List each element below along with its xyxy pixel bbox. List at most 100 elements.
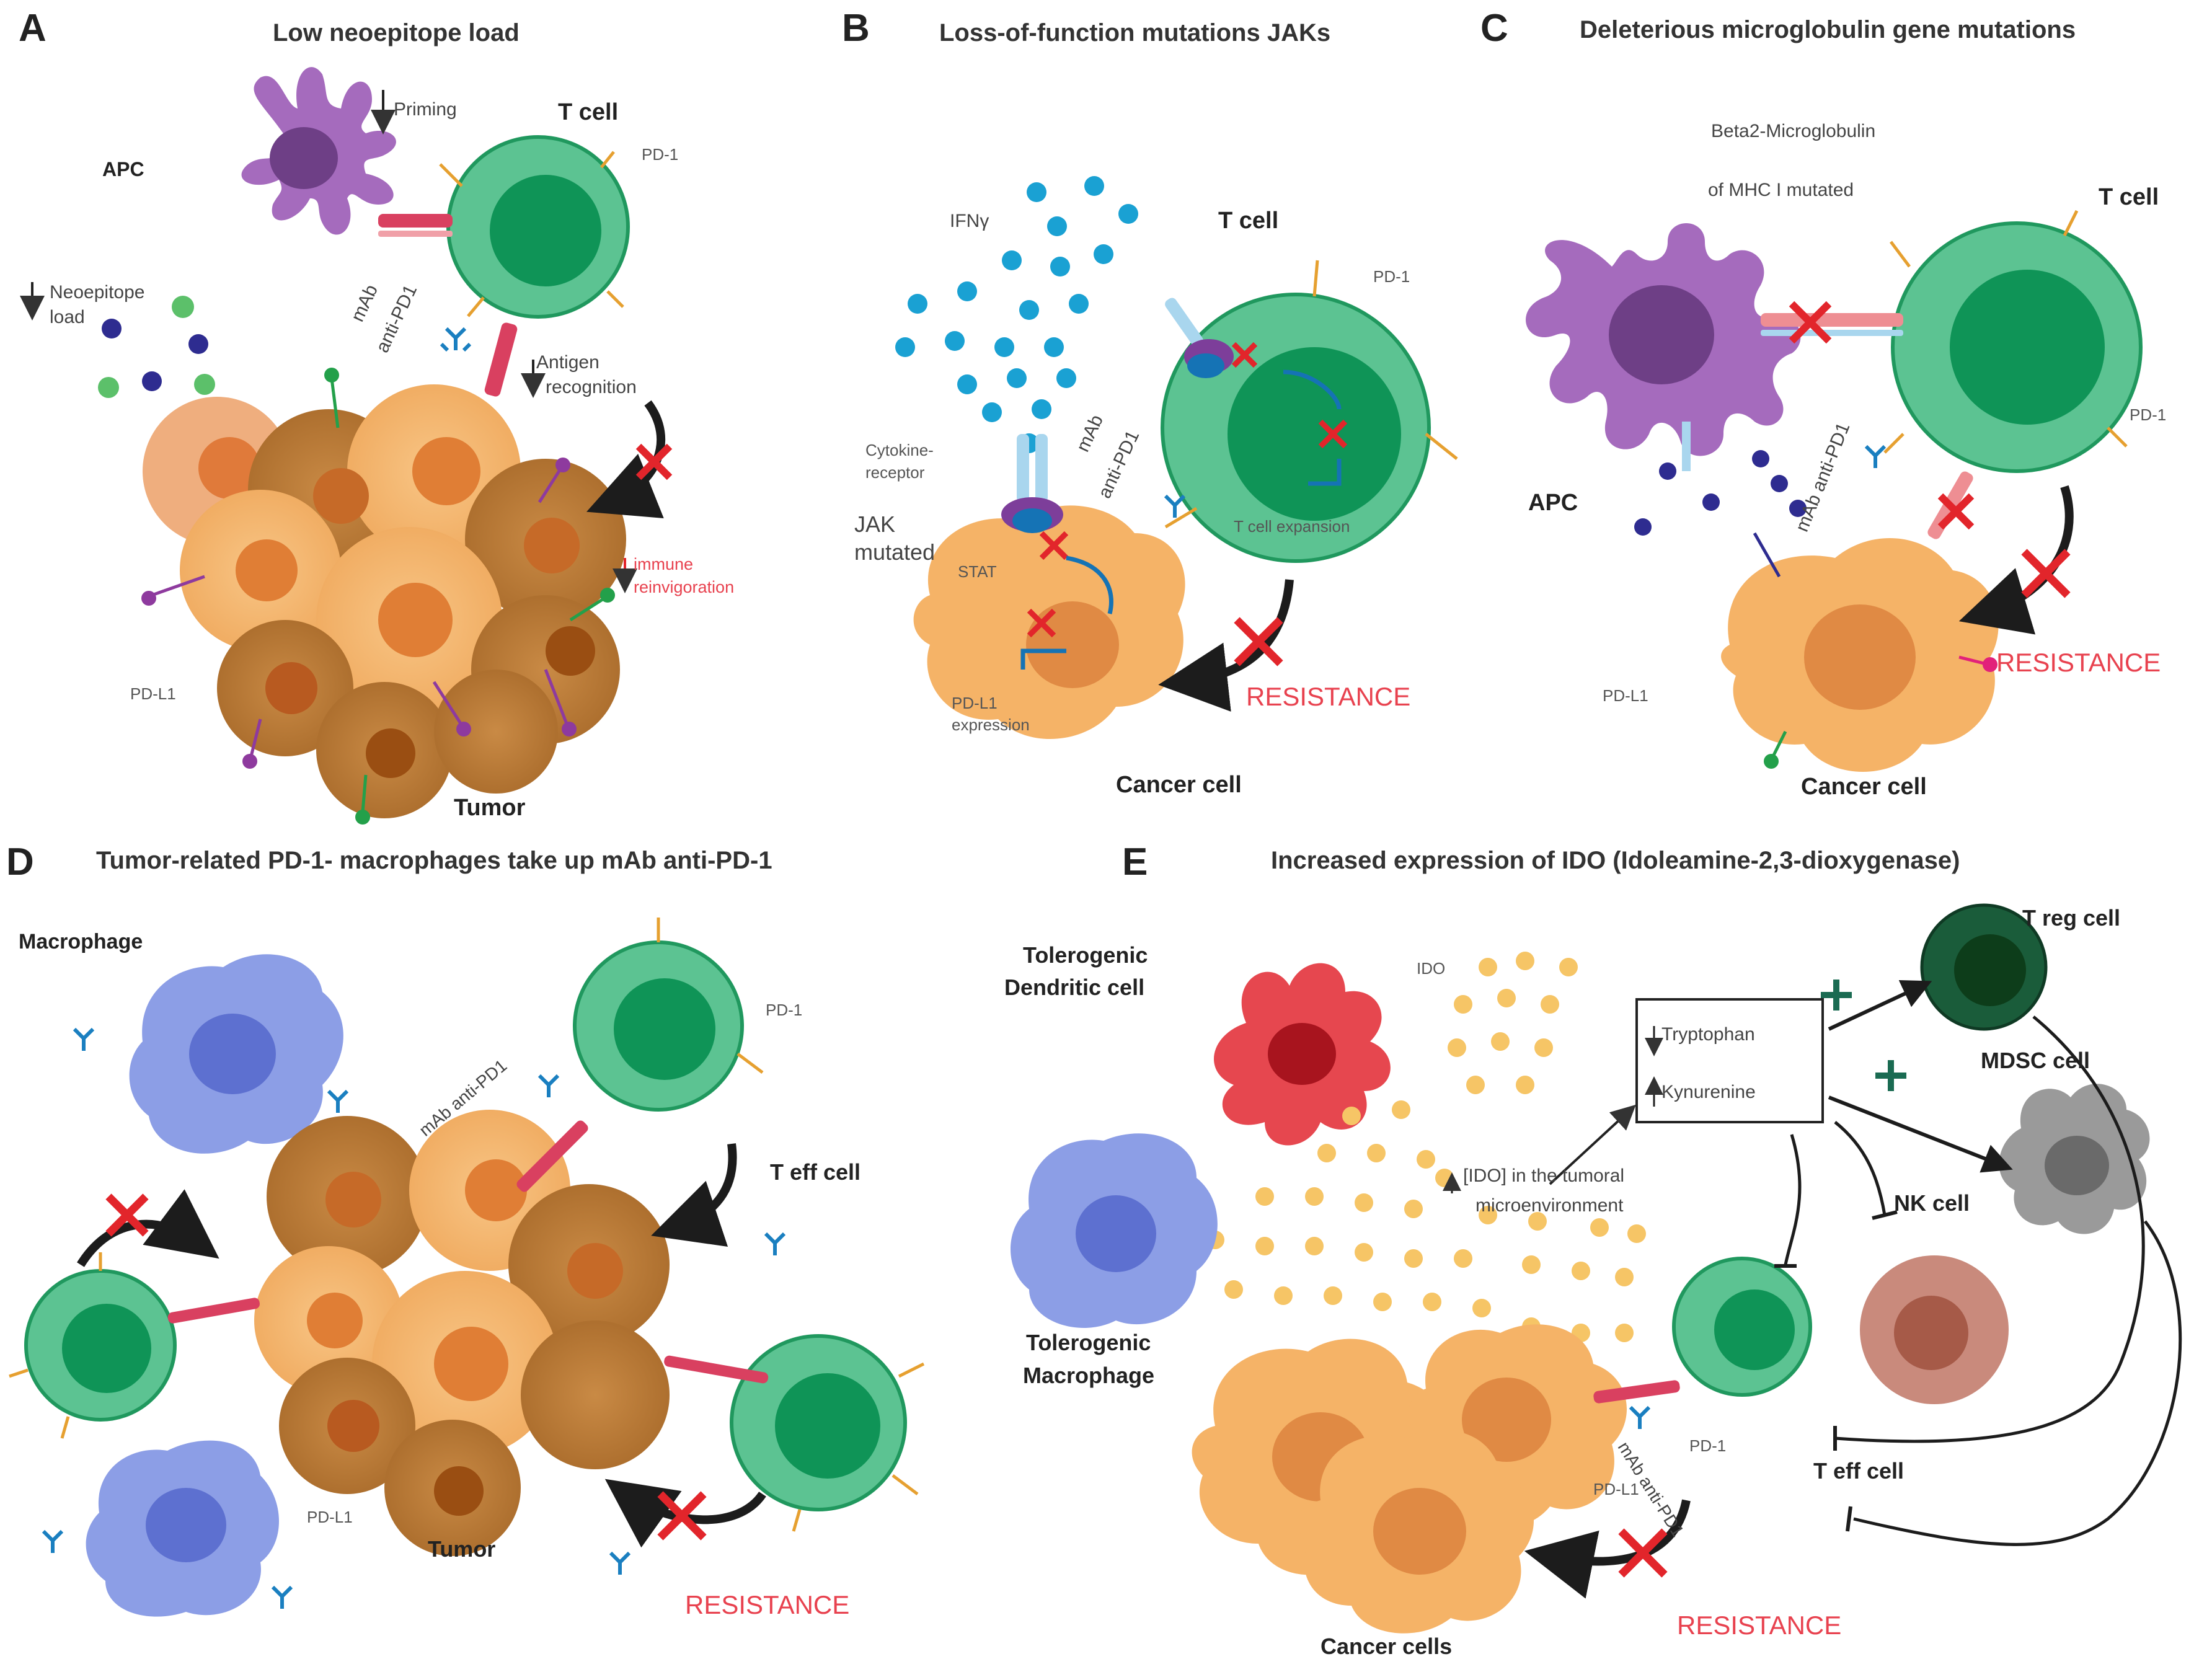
metabolite-box — [1635, 998, 1824, 1123]
mdsc-label: MDSC cell — [1981, 1048, 2090, 1073]
panel-b-letter: B — [842, 7, 870, 50]
panelA-graphics — [20, 67, 673, 825]
pdl1-label: PD-L1 — [1593, 1480, 1639, 1498]
nk-label: NK cell — [1894, 1190, 1970, 1216]
ifn-label: IFNγ — [950, 211, 989, 231]
neoepitope-load-label: load — [50, 307, 85, 327]
tryptophan-label: Tryptophan — [1661, 1024, 1755, 1045]
dendritic-label-2: Dendritic cell — [1004, 975, 1145, 1000]
macrophage-label-2: Macrophage — [1023, 1363, 1155, 1388]
resistance-label: RESISTANCE — [1246, 682, 1411, 711]
receptor-label: receptor — [865, 463, 925, 482]
antigen-label: Antigen — [536, 352, 599, 373]
macrophage-label-1: Tolerogenic — [1026, 1330, 1151, 1355]
recognition-label: recognition — [546, 377, 637, 397]
block-x-icon — [105, 1193, 149, 1237]
pdl1-label: PD-L1 — [130, 684, 176, 703]
cancer-cell-icon — [913, 505, 1185, 740]
antibody-icon — [1164, 494, 1186, 518]
panel-c-letter: C — [1480, 7, 1508, 50]
plus-icon — [1821, 980, 1906, 1091]
tcell-icon — [439, 135, 630, 319]
dendritic-cell-icon — [1213, 963, 1391, 1146]
apc-label: APC — [102, 158, 144, 180]
panel-b-title: Loss-of-function mutations JAKs — [939, 19, 1331, 46]
tcell-icon — [1883, 210, 2143, 473]
ifn-dots-icon — [895, 176, 1138, 453]
macrophage-label: Macrophage — [19, 930, 143, 953]
block-x-icon — [1234, 617, 1283, 666]
block-x-icon — [635, 443, 673, 480]
b2m-label: Beta2-Microglobulin — [1711, 121, 1876, 141]
panelD-graphics — [9, 918, 925, 1617]
block-x-icon — [1027, 531, 1069, 638]
antibody-icon — [42, 1027, 786, 1609]
nk-cell-icon — [1860, 1255, 2009, 1404]
treg-cell-icon — [1920, 903, 2048, 1031]
panel-d-title: Tumor-related PD-1- macrophages take up … — [96, 847, 772, 874]
treg-label: T reg cell — [2022, 905, 2121, 931]
pd1-label: PD-1 — [642, 145, 679, 164]
macrophage-icon — [86, 1440, 280, 1617]
resistance-label: RESISTANCE — [685, 1590, 850, 1619]
stat-label: STAT — [958, 562, 997, 581]
antibody-icon — [440, 327, 472, 352]
panel-e-title: Increased expression of IDO (Idoleamine-… — [1271, 847, 1960, 874]
pdl1-expression-label: PD-L1 — [952, 694, 998, 712]
tcell-label: T cell — [558, 99, 619, 125]
teff-label: T eff cell — [1813, 1458, 1905, 1484]
teff-cell-icon — [1672, 1257, 1812, 1397]
pd1-label: PD-1 — [1373, 267, 1410, 286]
pdl1-label: PD-L1 — [307, 1508, 353, 1526]
cancer-cells-icon — [1192, 1324, 1627, 1634]
tumor-label: Tumor — [454, 795, 526, 821]
ido-env-label-2: microenvironment — [1475, 1195, 1624, 1216]
mutated-label: mutated — [854, 539, 936, 565]
reinvigoration-label: reinvigoration — [634, 578, 735, 596]
panel-a-letter: A — [19, 7, 46, 50]
apc-cell-icon — [1526, 223, 1801, 456]
block-x-icon — [1231, 342, 1348, 449]
priming-label: Priming — [394, 99, 457, 120]
block-x-icon — [1618, 1528, 1668, 1578]
cancer-cell-label: Cancer cell — [1801, 774, 1927, 800]
macrophage-icon — [129, 954, 343, 1154]
pd1-label: PD-1 — [2130, 405, 2167, 424]
jak-label: JAK — [854, 511, 896, 537]
block-x-icon — [657, 1491, 707, 1541]
tcell-icon — [1161, 260, 1458, 563]
neoepitope-dots-icon — [98, 296, 215, 398]
block-x-icon — [1789, 301, 1832, 344]
expression-label: expression — [952, 715, 1030, 734]
tcell-icon — [730, 1334, 925, 1532]
antibody-icon — [1629, 1405, 1651, 1429]
block-x-icon — [2021, 549, 2071, 598]
mhc-label: of MHC I mutated — [1708, 180, 1854, 200]
teff-label: T eff cell — [770, 1159, 861, 1185]
panelE-graphics — [1011, 903, 2182, 1634]
cytokine-label: Cytokine- — [865, 441, 934, 459]
cancer-cell-icon — [1721, 537, 1999, 772]
ido-label: IDO — [1417, 959, 1446, 978]
tumor-mass-icon — [143, 384, 626, 818]
panelC-graphics — [1526, 210, 2143, 772]
tcell-label: T cell — [2099, 184, 2159, 210]
apc-cell-icon — [241, 67, 396, 235]
tumor-label: Tumor — [428, 1536, 496, 1562]
cancer-cells-label: Cancer cells — [1321, 1634, 1453, 1659]
b2m-dots-icon — [1634, 450, 1807, 536]
resistance-label: RESISTANCE — [1996, 648, 2161, 677]
neoepitope-label: Neoepitope — [50, 282, 145, 303]
ido-env-label-1: [IDO] in the tumoral — [1463, 1166, 1625, 1186]
tcell-label: T cell — [1218, 208, 1279, 234]
panel-a-title: Low neoepitope load — [273, 19, 520, 46]
panel-e-letter: E — [1122, 841, 1148, 883]
tumor-mass-icon — [254, 1110, 670, 1556]
dendritic-label-1: Tolerogenic — [1023, 942, 1148, 968]
macrophage-icon — [1011, 1133, 1218, 1328]
apc-label: APC — [1528, 490, 1578, 516]
mdsc-cell-icon — [1999, 1084, 2150, 1234]
resistance-label: RESISTANCE — [1677, 1611, 1842, 1640]
